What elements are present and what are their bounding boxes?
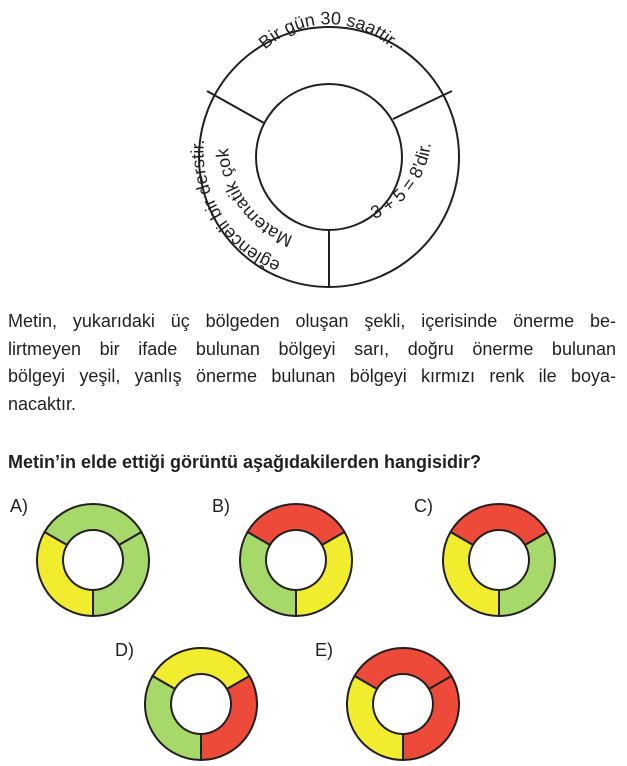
- option-d-label[interactable]: D): [115, 640, 134, 660]
- ring-segment-top: [151, 647, 251, 690]
- problem-line: nacaktır.: [8, 393, 77, 414]
- ring-segment-top: [246, 503, 346, 546]
- ring-segment-right: [92, 531, 150, 617]
- option-a-label[interactable]: A): [10, 496, 28, 516]
- ring-segment-right: [295, 531, 353, 617]
- ring-outline: [198, 26, 460, 288]
- problem-text: Metin, yukarıdaki üç bölgeden oluşan şek…: [8, 308, 616, 418]
- problem-line: lirtmeyen bir ifade bulunan bölgeyi sarı…: [8, 338, 616, 359]
- option-b-ring[interactable]: [237, 501, 355, 619]
- ring-segment-left: [239, 531, 297, 617]
- option-e-label[interactable]: E): [315, 640, 333, 660]
- problem-line: bölgeyi yeşil, yanlış önerme bulunan böl…: [8, 366, 616, 386]
- ring-segment-top: [43, 503, 143, 546]
- option-e-ring[interactable]: [344, 645, 462, 763]
- option-d-ring[interactable]: [142, 645, 260, 763]
- ring-segment-right: [402, 675, 460, 761]
- ring-segment-left: [144, 675, 202, 761]
- ring-segment-right: [200, 675, 258, 761]
- option-b-label[interactable]: B): [212, 496, 230, 516]
- ring-segment-left: [442, 531, 500, 617]
- statement-ring-diagram: Bir gün 30 saattir. 3 + 5 = 8’dir. Matem…: [188, 8, 460, 288]
- ring-segment-top: [449, 503, 549, 546]
- option-c-label[interactable]: C): [414, 496, 433, 516]
- problem-line: Metin, yukarıdaki üç bölgeden oluşan şek…: [8, 311, 616, 331]
- option-c-ring[interactable]: [440, 501, 558, 619]
- option-a-ring[interactable]: [34, 501, 152, 619]
- ring-segment-left: [346, 675, 404, 761]
- ring-segment-left: [36, 531, 94, 617]
- question-text: Metin’in elde ettiği görüntü aşağıdakile…: [8, 452, 482, 472]
- ring-segment-right: [498, 531, 556, 617]
- ring-segment-top: [353, 647, 453, 690]
